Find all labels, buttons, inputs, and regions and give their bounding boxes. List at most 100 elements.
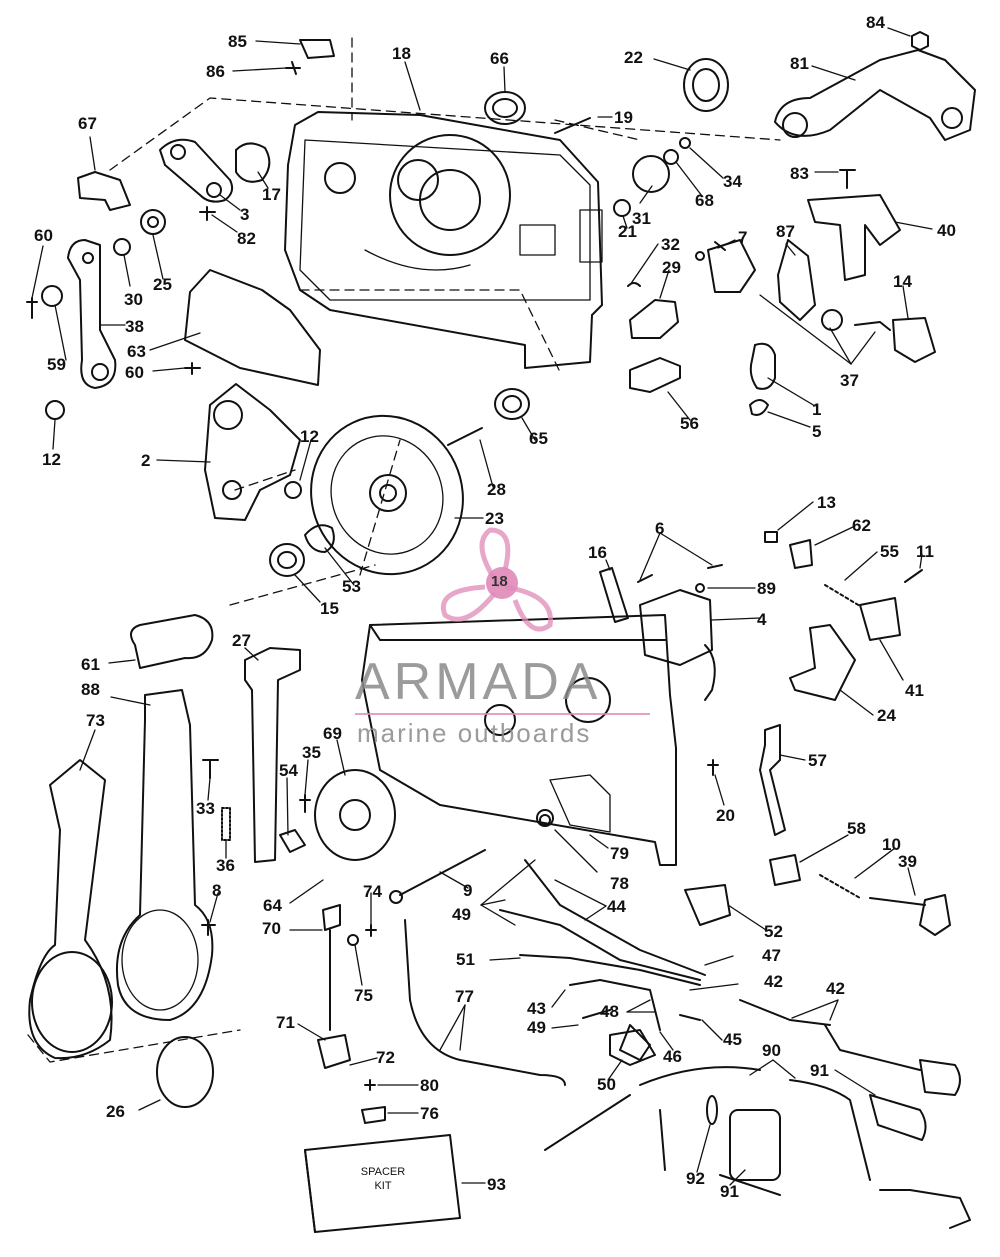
part-label-52: 52	[764, 922, 783, 941]
assembly-guide-lines	[27, 37, 781, 1063]
part-label-33: 33	[196, 799, 215, 818]
part-label-3: 3	[240, 205, 250, 224]
part-label-20: 20	[716, 806, 735, 825]
part-label-13: 13	[817, 493, 836, 512]
part-label-62: 62	[852, 516, 871, 535]
part-label-12a: 12	[42, 450, 61, 469]
part-label-87: 87	[776, 222, 795, 241]
part-label-17: 17	[262, 185, 281, 204]
part-label-91b: 91	[720, 1182, 739, 1201]
part-label-54: 54	[279, 761, 298, 780]
part-label-8: 8	[212, 881, 222, 900]
part-label-91a: 91	[810, 1061, 829, 1080]
part-label-88: 88	[81, 680, 100, 699]
part-label-25: 25	[153, 275, 172, 294]
part-label-49b: 49	[527, 1018, 546, 1037]
part-label-37: 37	[840, 371, 859, 390]
part-label-85: 85	[228, 32, 247, 51]
part-label-60a: 60	[34, 226, 53, 245]
part-label-36: 36	[216, 856, 235, 875]
part-label-6: 6	[655, 519, 665, 538]
part-label-41: 41	[905, 681, 924, 700]
part-label-9: 9	[463, 881, 473, 900]
part-label-30: 30	[124, 290, 143, 309]
part-label-7: 7	[738, 228, 748, 247]
part-label-77: 77	[455, 987, 474, 1006]
part-label-48: 48	[600, 1002, 619, 1021]
spacer-kit-line2: KIT	[374, 1180, 392, 1193]
part-label-81: 81	[790, 54, 809, 73]
watermark-brand: ARMADA	[355, 653, 602, 711]
part-label-71: 71	[276, 1013, 295, 1032]
part-label-45: 45	[723, 1030, 742, 1049]
watermark-badge-number: 18	[491, 573, 508, 590]
leader-lines	[31, 27, 933, 1186]
part-label-35: 35	[302, 743, 321, 762]
propeller-logo-icon	[441, 527, 553, 632]
part-label-47: 47	[762, 946, 781, 965]
part-label-38: 38	[125, 317, 144, 336]
part-label-1: 1	[812, 400, 822, 419]
part-label-22: 22	[624, 48, 643, 67]
part-label-50: 50	[597, 1075, 616, 1094]
upper-housing-18	[284, 111, 603, 369]
part-label-67: 67	[78, 114, 97, 133]
part-label-19: 19	[614, 108, 633, 127]
part-label-24: 24	[877, 706, 896, 725]
part-label-27: 27	[232, 631, 251, 650]
part-label-4: 4	[757, 610, 767, 629]
part-label-75: 75	[354, 986, 373, 1005]
part-label-32: 32	[661, 235, 680, 254]
part-label-15: 15	[320, 599, 339, 618]
part-label-76: 76	[420, 1104, 439, 1123]
part-label-57: 57	[808, 751, 827, 770]
part-label-65: 65	[529, 429, 548, 448]
spacer-kit-box	[304, 1134, 461, 1233]
part-label-12b: 12	[300, 427, 319, 446]
part-label-63: 63	[127, 342, 146, 361]
part-label-92: 92	[686, 1169, 705, 1188]
part-label-51: 51	[456, 950, 475, 969]
part-label-26: 26	[106, 1102, 125, 1121]
part-label-18a: 18	[392, 44, 411, 63]
part-label-56: 56	[680, 414, 699, 433]
spacer-kit-label: SPACER KIT	[308, 1165, 458, 1194]
part-label-40: 40	[937, 221, 956, 240]
part-label-79: 79	[610, 844, 629, 863]
part-label-21: 21	[618, 222, 637, 241]
part-label-14: 14	[893, 272, 912, 291]
part-label-29: 29	[662, 258, 681, 277]
lower-housing-18	[361, 614, 677, 866]
part-label-44: 44	[607, 897, 626, 916]
part-label-82: 82	[237, 229, 256, 248]
part-label-66: 66	[490, 49, 509, 68]
part-label-53: 53	[342, 577, 361, 596]
part-label-58: 58	[847, 819, 866, 838]
part-label-72: 72	[376, 1048, 395, 1067]
part-label-74: 74	[363, 882, 382, 901]
part-label-68: 68	[695, 191, 714, 210]
part-label-11: 11	[916, 542, 934, 561]
part-label-83: 83	[790, 164, 809, 183]
part-label-59: 59	[47, 355, 66, 374]
part-label-10: 10	[882, 835, 901, 854]
watermark-rule	[355, 713, 650, 715]
part-label-55: 55	[880, 542, 899, 561]
part-label-80: 80	[420, 1076, 439, 1095]
part-label-2: 2	[141, 451, 151, 470]
part-label-31: 31	[632, 209, 651, 228]
part-label-73: 73	[86, 711, 105, 730]
part-label-34: 34	[723, 172, 742, 191]
part-label-84: 84	[866, 13, 885, 32]
part-label-46: 46	[663, 1047, 682, 1066]
part-label-5: 5	[812, 422, 822, 441]
part-label-61: 61	[81, 655, 100, 674]
part-label-89: 89	[757, 579, 776, 598]
part-label-23: 23	[485, 509, 504, 528]
part-label-28: 28	[487, 480, 506, 499]
part-label-42a: 42	[764, 972, 783, 991]
part-label-43: 43	[527, 999, 546, 1018]
watermark-tagline: marine outboards	[357, 718, 592, 748]
part-label-49a: 49	[452, 905, 471, 924]
